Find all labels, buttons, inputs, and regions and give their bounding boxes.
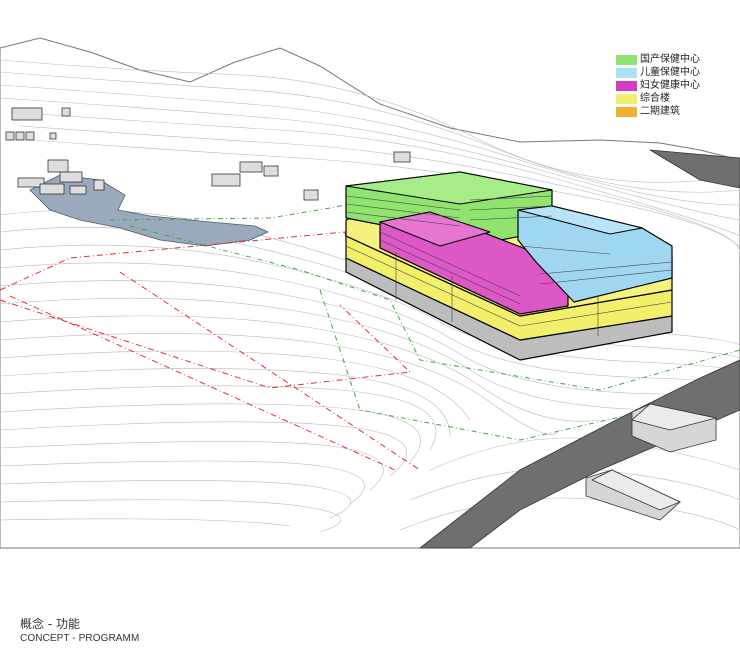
legend-label: 国产保健中心 (640, 54, 700, 65)
legend-label: 二期建筑 (640, 106, 680, 117)
caption-title-zh: 概念 - 功能 (20, 617, 80, 631)
legend-item: 国产保健中心 (616, 53, 700, 66)
legend-swatch (616, 80, 637, 91)
legend-label: 妇女健康中心 (640, 80, 700, 91)
caption-title-en: CONCEPT - PROGRAMM (20, 633, 140, 644)
main-massing (345, 171, 673, 361)
legend-item: 二期建筑 (616, 105, 700, 118)
legend-label: 儿童保健中心 (640, 67, 700, 78)
caption: 概念 - 功能 CONCEPT - PROGRAMM (20, 617, 139, 645)
legend-item: 综合楼 (616, 92, 700, 105)
legend-swatch (616, 67, 637, 78)
legend-swatch (616, 93, 637, 104)
terrain (0, 37, 740, 549)
site-massing-diagram (0, 37, 740, 549)
existing-buildings-east (585, 403, 717, 521)
legend-label: 综合楼 (640, 93, 670, 104)
village-buildings (5, 107, 411, 201)
legend-item: 儿童保健中心 (616, 66, 700, 79)
legend-swatch (616, 54, 637, 65)
water-body (29, 174, 269, 247)
legend-item: 妇女健康中心 (616, 79, 700, 92)
legend-swatch (616, 106, 637, 117)
road-top (649, 149, 740, 189)
legend: 国产保健中心 儿童保健中心 妇女健康中心 综合楼 二期建筑 (616, 53, 700, 118)
